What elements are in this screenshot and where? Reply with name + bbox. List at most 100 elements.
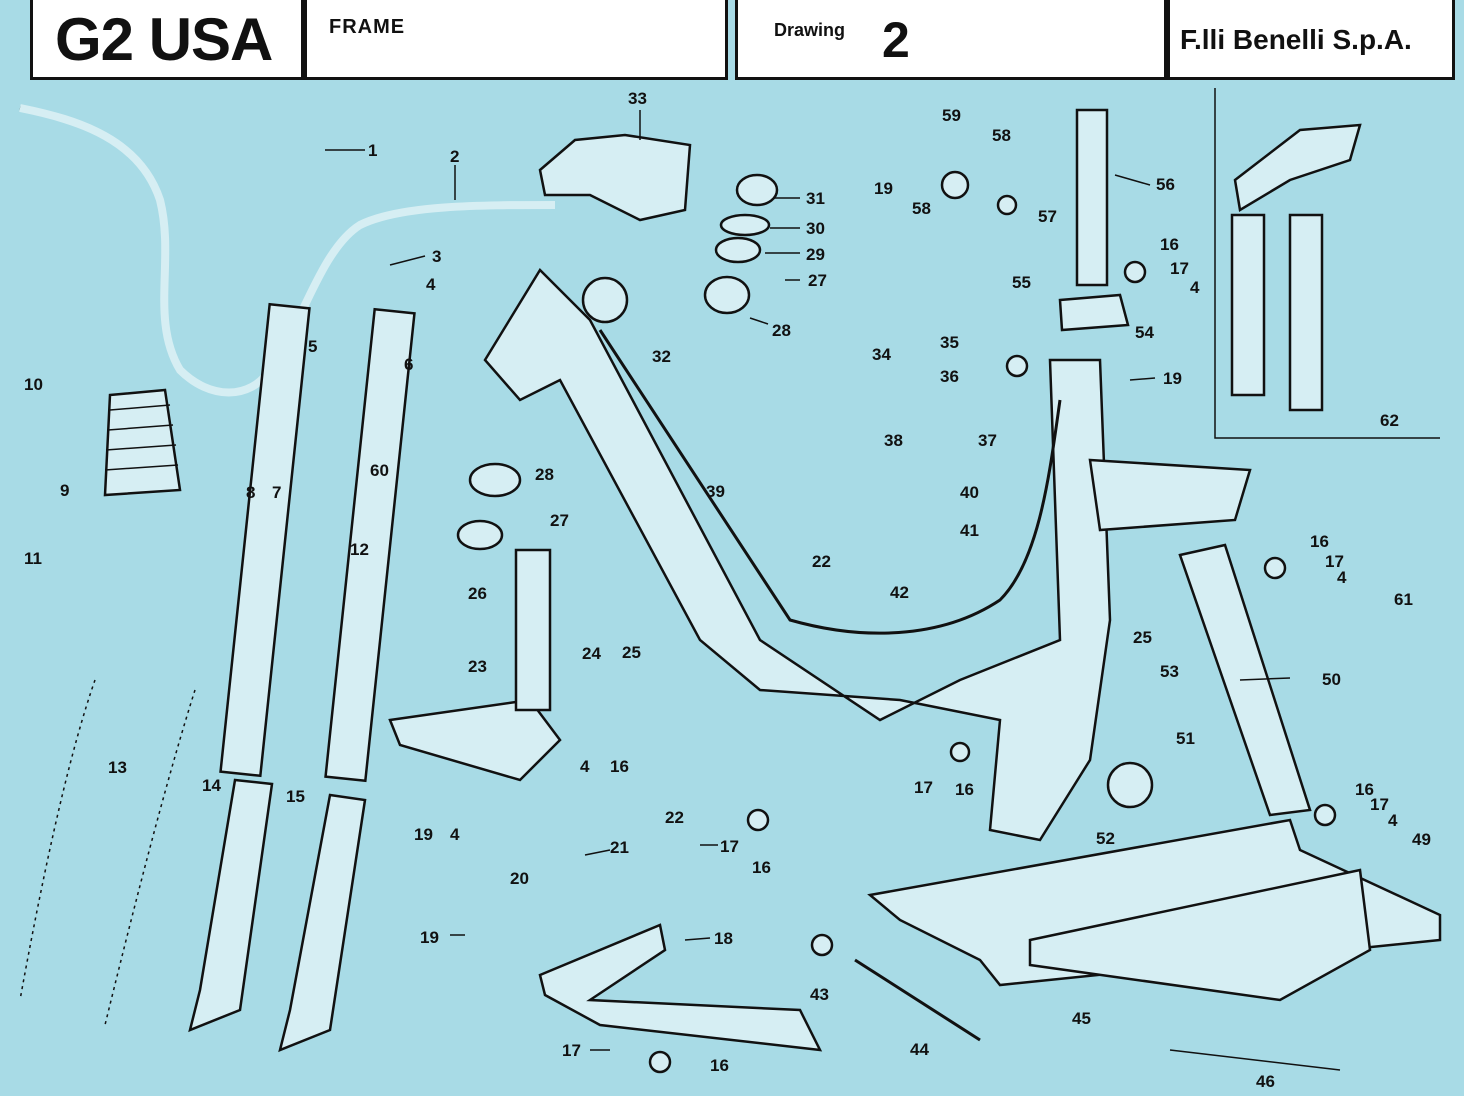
callout-36: 36 — [940, 367, 959, 386]
swingarm-bolt — [854, 958, 981, 1042]
hardware — [456, 170, 1337, 1074]
callout-1: 1 — [368, 141, 377, 160]
callout-22-b: 22 — [665, 808, 684, 827]
callout-44: 44 — [910, 1040, 929, 1059]
callout-20: 20 — [510, 869, 529, 888]
callout-19-b: 19 — [1163, 369, 1182, 388]
steering-stem — [514, 548, 552, 712]
callout-16-b: 16 — [610, 757, 629, 776]
callout-31: 31 — [806, 189, 825, 208]
callout-56: 56 — [1156, 175, 1175, 194]
callout-17-c: 17 — [914, 778, 933, 797]
callout-17-b: 17 — [720, 837, 739, 856]
callout-17-a: 17 — [1170, 259, 1189, 278]
callout-24: 24 — [582, 644, 601, 663]
callout-7: 7 — [272, 483, 281, 502]
callout-9: 9 — [60, 481, 69, 500]
manufacturer-box: F.lli Benelli S.p.A. — [1167, 0, 1455, 80]
callout-38: 38 — [884, 431, 903, 450]
callout-19-c: 19 — [414, 825, 433, 844]
callout-27-a: 27 — [808, 271, 827, 290]
callout-58-b: 58 — [912, 199, 931, 218]
callout-3: 3 — [432, 247, 441, 266]
model-box: G2 USA — [30, 0, 304, 80]
callout-28-a: 28 — [535, 465, 554, 484]
leader-lines — [325, 110, 1341, 1071]
callout-25-b: 25 — [1133, 628, 1152, 647]
callout-16-f: 16 — [1355, 780, 1374, 799]
callout-32: 32 — [652, 347, 671, 366]
inset-fork-right — [1288, 213, 1324, 412]
callout-17-f: 17 — [562, 1041, 581, 1060]
callout-54: 54 — [1135, 323, 1154, 342]
callout-39: 39 — [706, 482, 725, 501]
callout-2: 2 — [450, 147, 459, 166]
callout-6: 6 — [404, 355, 413, 374]
callout-18: 18 — [714, 929, 733, 948]
steering-clamp — [1058, 293, 1130, 332]
side-stand — [538, 923, 823, 1052]
callout-49: 49 — [1412, 830, 1431, 849]
callout-4-e: 4 — [1337, 568, 1347, 587]
handlebar-highlight — [19, 104, 556, 397]
drawing-number: 2 — [882, 12, 910, 68]
callout-4-d: 4 — [450, 825, 460, 844]
callout-16-e: 16 — [1310, 532, 1329, 551]
steering-column — [1075, 108, 1109, 287]
callout-11: 11 — [24, 549, 42, 568]
callout-25-a: 25 — [622, 643, 641, 662]
section-title: FRAME — [329, 16, 406, 38]
top-bracket — [538, 133, 692, 222]
callout-42: 42 — [890, 583, 909, 602]
callout-16-g: 16 — [710, 1056, 729, 1075]
callout-61: 61 — [1394, 590, 1413, 609]
callout-19-a: 19 — [874, 179, 893, 198]
callout-4-b: 4 — [1190, 278, 1200, 297]
callout-5: 5 — [308, 337, 317, 356]
callout-17-d: 17 — [1325, 552, 1344, 571]
callout-17-e: 17 — [1370, 795, 1389, 814]
fork-spring-right — [104, 689, 196, 1026]
callout-40: 40 — [960, 483, 979, 502]
callout-35: 35 — [940, 333, 959, 352]
callout-34: 34 — [872, 345, 891, 364]
drawing-label: Drawing — [774, 20, 846, 40]
callout-51: 51 — [1176, 729, 1195, 748]
callout-46: 46 — [1256, 1072, 1275, 1091]
callout-50: 50 — [1322, 670, 1341, 689]
callout-60: 60 — [370, 461, 389, 480]
gaiter-ribs — [104, 404, 179, 471]
main-frame — [483, 267, 1112, 842]
inset-frame-62 — [1214, 88, 1440, 439]
callout-15: 15 — [286, 787, 305, 806]
callout-41: 41 — [960, 521, 979, 540]
callout-43: 43 — [810, 985, 829, 1004]
callout-53: 53 — [1160, 662, 1179, 681]
callout-16-a: 16 — [1160, 235, 1179, 254]
fork-leg-left — [188, 778, 274, 1033]
callout-52: 52 — [1096, 829, 1115, 848]
lower-yoke — [388, 698, 562, 782]
callout-37: 37 — [978, 431, 997, 450]
drawing-box: Drawing 2 — [735, 0, 1167, 80]
title-block: G2 USA FRAME Drawing 2 F.lli Benelli S.p… — [0, 0, 1464, 88]
callout-55: 55 — [1012, 273, 1031, 292]
callout-14: 14 — [202, 776, 221, 795]
callout-27-b: 27 — [550, 511, 569, 530]
callout-33: 33 — [628, 89, 647, 108]
model-name: G2 USA — [55, 6, 273, 73]
callout-19-d: 19 — [420, 928, 439, 947]
manufacturer-name: F.lli Benelli S.p.A. — [1180, 24, 1412, 55]
callout-57: 57 — [1038, 207, 1057, 226]
callout-10: 10 — [24, 375, 43, 394]
inset-fork-left — [1230, 213, 1266, 397]
callout-30: 30 — [806, 219, 825, 238]
inset-fork-crown — [1233, 123, 1362, 213]
callout-45: 45 — [1072, 1009, 1091, 1028]
callout-4: 4 — [426, 275, 436, 294]
callout-16-c: 16 — [752, 858, 771, 877]
fork-tube-left — [219, 302, 311, 778]
callout-29: 29 — [806, 245, 825, 264]
